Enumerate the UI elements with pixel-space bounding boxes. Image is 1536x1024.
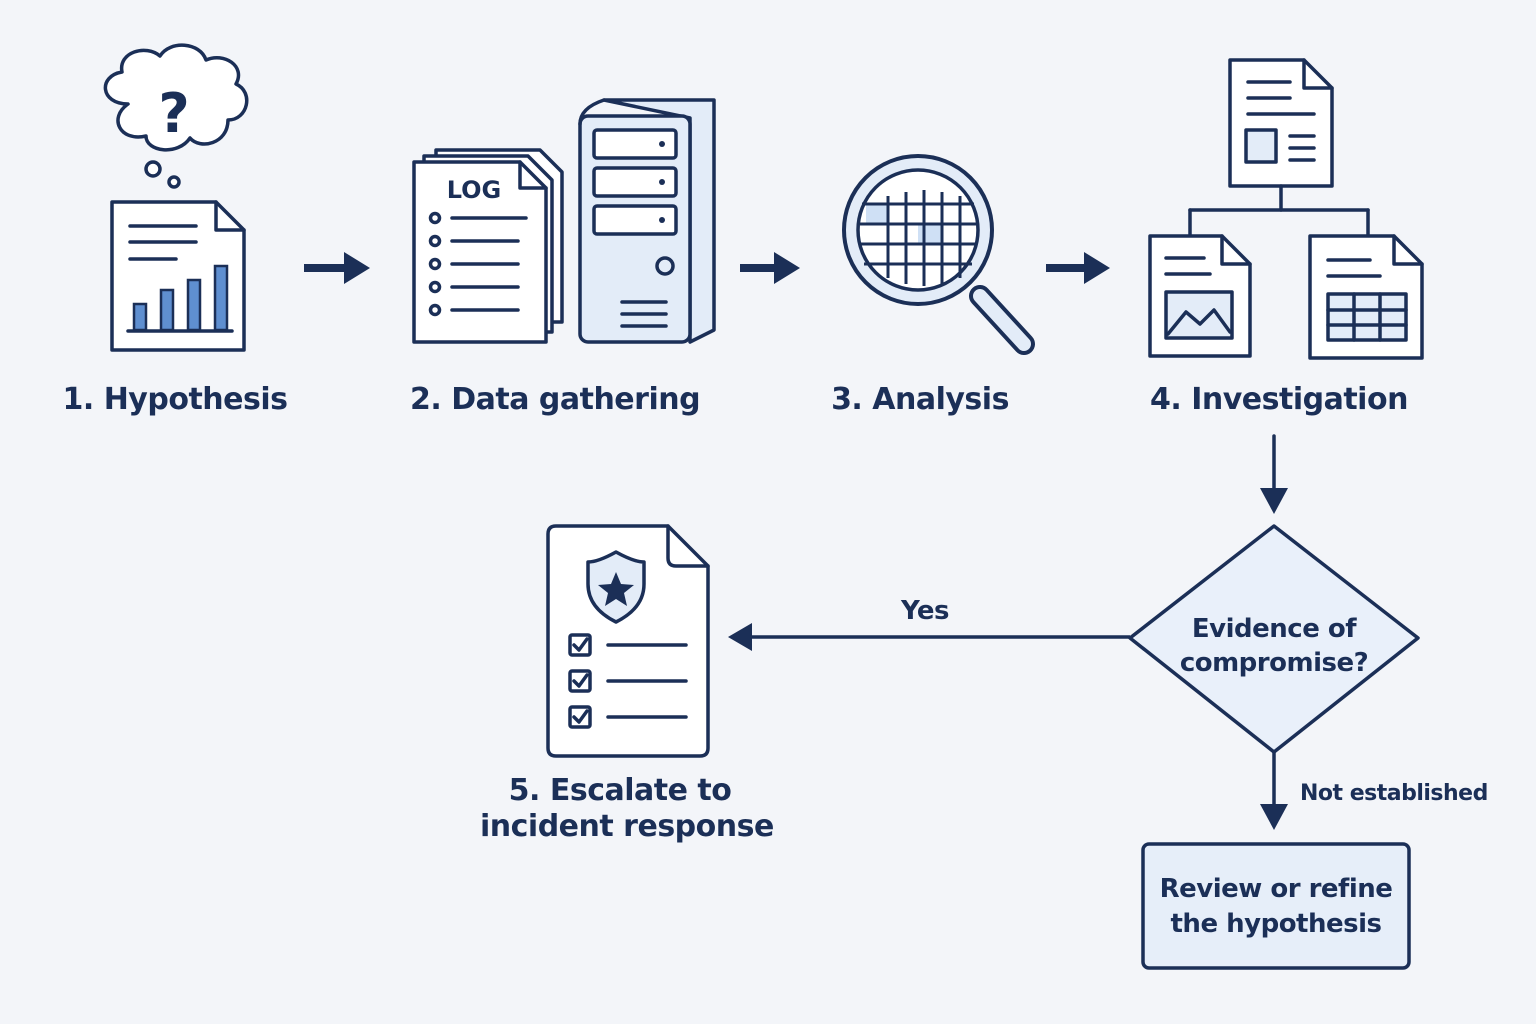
log-tag: LOG [447, 176, 502, 204]
shield-checklist-icon [546, 524, 710, 758]
arrow-down-to-decision [1260, 434, 1288, 514]
arrow-right-3 [1046, 252, 1110, 284]
arrow-right-1 [304, 252, 370, 284]
question-mark: ? [158, 82, 189, 145]
yes-arrow [728, 623, 1130, 651]
arrow-right-2 [740, 252, 800, 284]
step-label-hypothesis: 1. Hypothesis [62, 382, 288, 417]
thought-cloud-report-icon: ? [103, 43, 249, 352]
not-established-arrow [1260, 750, 1288, 830]
decision-label-line1: Evidence of [1191, 614, 1357, 644]
step-label-data-gathering: 2. Data gathering [410, 382, 701, 417]
refine-box [1141, 842, 1411, 970]
step-label-investigation: 4. Investigation [1150, 382, 1408, 417]
yes-label: Yes [900, 596, 950, 626]
log-server-icon: LOG [412, 98, 716, 344]
decision-label-line2: compromise? [1179, 648, 1369, 678]
escalate-label-line1: 5. Escalate to [508, 773, 732, 808]
refine-label-line2: the hypothesis [1170, 909, 1383, 939]
magnifier-grid-icon [842, 154, 1035, 355]
not-established-label: Not established [1300, 781, 1488, 806]
refine-label-line1: Review or refine [1159, 874, 1393, 904]
escalate-label-line2: incident response [480, 809, 774, 844]
document-tree-icon [1148, 58, 1424, 360]
step-label-analysis: 3. Analysis [831, 382, 1009, 417]
